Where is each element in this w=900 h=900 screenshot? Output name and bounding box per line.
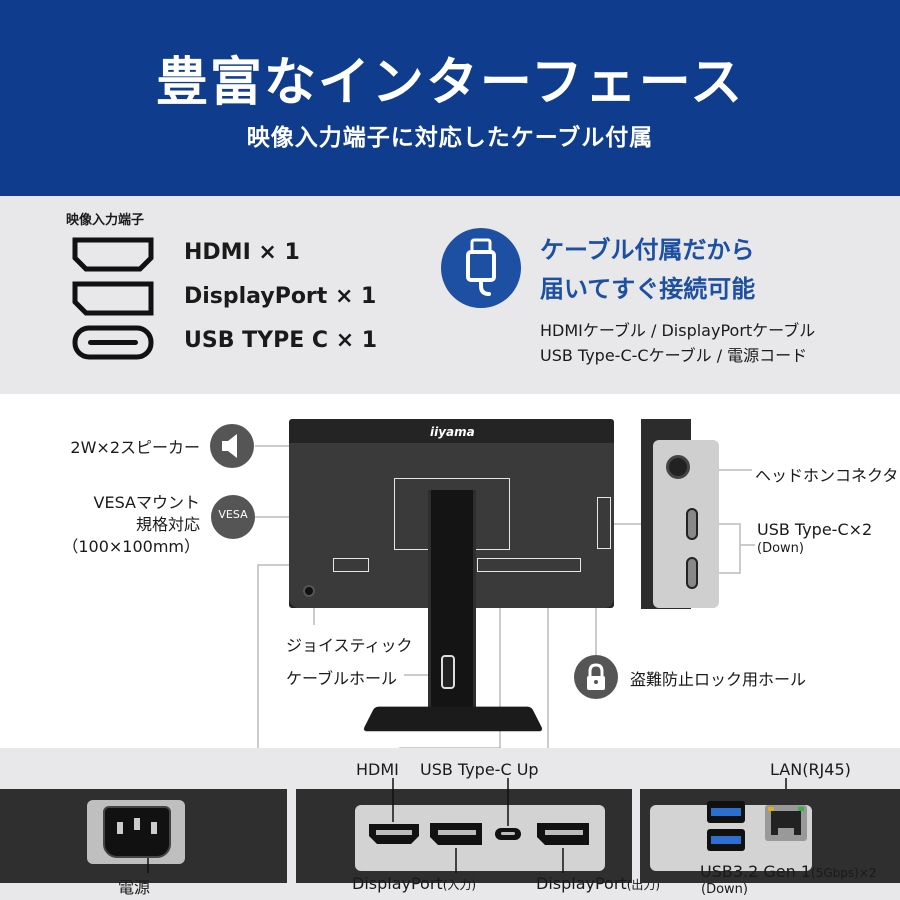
monitor-stand-neck (428, 490, 476, 722)
hdmi-port-icon (72, 237, 154, 272)
headphone-label: ヘッドホンコネクタ (755, 466, 899, 485)
joystick-button (303, 585, 315, 597)
usbc-side-sub-label: (Down) (757, 541, 804, 556)
vesa-label-3: （100×100mm） (62, 537, 200, 556)
headphone-jack-icon (666, 455, 690, 479)
lan-port-icon (765, 805, 807, 841)
dp-in-port-icon (430, 823, 482, 845)
page-subtitle: 映像入力端子に対応したケーブル付属 (246, 125, 654, 151)
usbc-up-port-icon (495, 828, 521, 840)
speaker-label: 2W×2スピーカー (70, 438, 200, 457)
speaker-icon (210, 424, 254, 468)
cable-headline-2: 届いてすぐ接続可能 (540, 275, 756, 303)
side-ports-marker (597, 497, 611, 549)
speaker-area-marker (333, 558, 369, 572)
lock-hole-label: 盗難防止ロック用ホール (630, 670, 807, 689)
brand-logo: iiyama (430, 425, 475, 439)
cable-list-2: USB Type-C-Cケーブル / 電源コード (540, 346, 808, 365)
cable-list-1: HDMIケーブル / DisplayPortケーブル (540, 321, 816, 340)
usbc-up-label: USB Type-C Up (420, 760, 539, 779)
vesa-label-2: 規格対応 (135, 515, 200, 534)
cable-hole-slot (441, 655, 455, 689)
input-terminal-label: 映像入力端子 (66, 213, 145, 228)
lan-label: LAN(RJ45) (770, 760, 851, 779)
port-label-hdmi: HDMI × 1 (184, 240, 300, 265)
hdmi-rear-label: HDMI (356, 760, 399, 779)
dp-out-port-icon (537, 823, 589, 845)
usb-a-label: USB3.2 Gen 1(5Gbps)×2 (700, 862, 877, 881)
port-row-usbc: USB TYPE C × 1 (72, 322, 412, 362)
header-banner: 豊富なインターフェース 映像入力端子に対応したケーブル付属 (0, 0, 900, 196)
port-row-displayport: DisplayPort × 1 (72, 278, 412, 318)
usb-a-ports-icon (707, 801, 745, 851)
dp-in-label: DisplayPort(入力) (352, 874, 477, 893)
usbc-side-label: USB Type-C×2 (757, 520, 873, 539)
vesa-badge-label: VESA (218, 508, 248, 521)
vesa-label-1: VESAマウント (93, 493, 200, 512)
vesa-badge-icon: VESA (211, 495, 255, 539)
rear-ports-marker (477, 558, 581, 572)
usb-a-down-label: (Down) (701, 882, 748, 897)
cable-hole-label: ケーブルホール (286, 669, 398, 688)
port-label-usbc: USB TYPE C × 1 (184, 328, 378, 353)
usbc-side-port-2 (686, 557, 698, 589)
usb-c-port-icon (72, 325, 154, 360)
joystick-label: ジョイスティック (286, 636, 413, 655)
port-label-displayport: DisplayPort × 1 (184, 284, 377, 309)
usbc-side-port-1 (686, 508, 698, 540)
page-title: 豊富なインターフェース (155, 53, 745, 113)
power-socket-icon (103, 806, 171, 858)
port-row-hdmi: HDMI × 1 (72, 234, 412, 274)
displayport-port-icon (72, 281, 154, 316)
lock-icon (574, 655, 618, 699)
power-label: 電源 (118, 878, 151, 897)
power-pins-icon (117, 818, 157, 834)
hdmi-rear-port-icon (369, 824, 419, 844)
interface-band: 映像入力端子 HDMI × 1 DisplayPort × 1 USB TYPE… (0, 196, 900, 394)
cable-plug-icon (441, 228, 521, 308)
cable-headline-1: ケーブル付属だから (540, 236, 755, 264)
